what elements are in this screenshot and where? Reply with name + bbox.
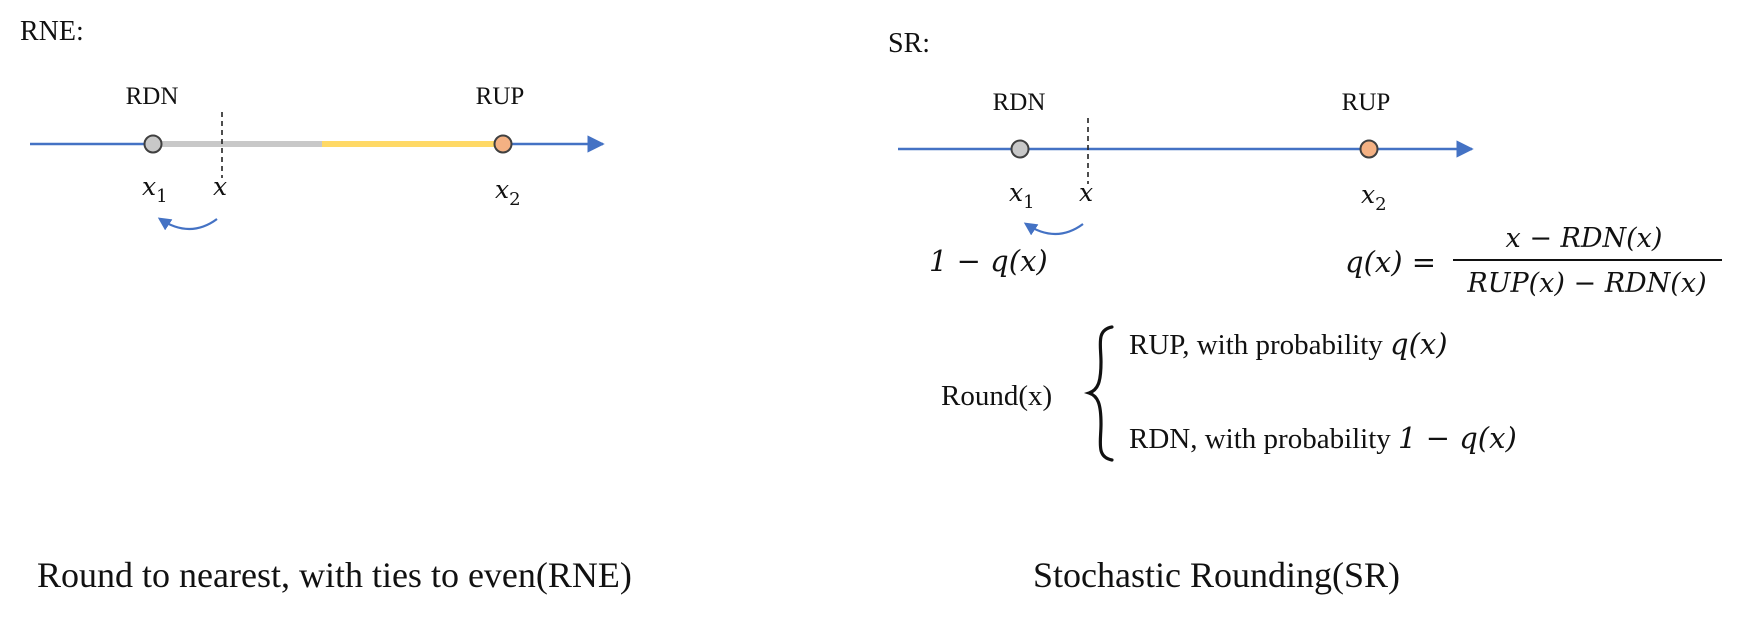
sr-case-round-up: RUP, with probability q(x): [1129, 327, 1448, 361]
sr-q-denominator: RUP(x) − RDN(x): [1466, 268, 1706, 299]
sr-x-label: x: [1079, 178, 1093, 207]
sr-round-lhs: Round(x): [941, 380, 1052, 412]
sr-cases-brace: [1083, 325, 1114, 462]
sr-case-round-down: RDN, with probability 1 − q(x): [1129, 421, 1517, 455]
sr-round-down-arrow: [1023, 222, 1084, 236]
sr-rup-point: [1359, 139, 1379, 159]
rne-caption: Round to nearest, with ties to even(RNE): [37, 555, 632, 595]
rne-rdn-point: [143, 134, 163, 154]
sr-x1-label: x1: [1009, 178, 1035, 213]
sr-q-lhs: q(x) =: [1345, 245, 1436, 279]
rne-x1-label: x1: [142, 172, 168, 207]
rne-panel-label: RNE:: [20, 16, 84, 47]
sr-round-down-probability: 1 − q(x): [929, 244, 1048, 278]
sr-rdn-label: RDN: [993, 89, 1046, 116]
rne-rdn-label: RDN: [126, 83, 179, 110]
sr-rdn-point: [1010, 139, 1030, 159]
sr-panel: SR: RDN RUP x1 x x2 1 − q(x) q(x) = x − …: [888, 28, 1722, 595]
rne-panel: RNE: RDN RUP x1 x x2 Round to nearest, w…: [20, 16, 632, 595]
rne-x2-label: x2: [495, 175, 521, 210]
rne-rup-point: [493, 134, 513, 154]
sr-x2-label: x2: [1361, 180, 1387, 215]
sr-panel-label: SR:: [888, 28, 930, 59]
sr-caption: Stochastic Rounding(SR): [1033, 555, 1400, 595]
sr-rup-label: RUP: [1342, 89, 1391, 116]
rne-x-label: x: [213, 172, 227, 201]
rne-rup-label: RUP: [476, 83, 525, 110]
sr-q-numerator: x − RDN(x): [1506, 223, 1663, 254]
rne-round-down-arrow: [157, 217, 218, 231]
